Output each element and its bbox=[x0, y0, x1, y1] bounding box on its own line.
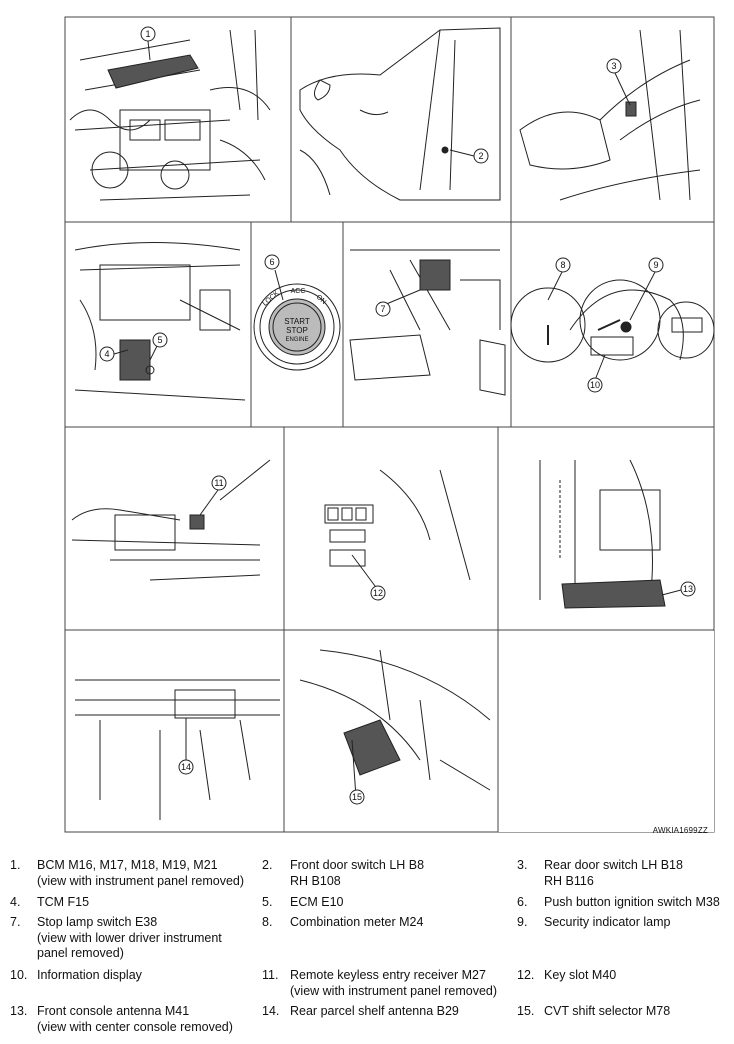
callout-4: 4 bbox=[104, 349, 109, 359]
legend-number: 8. bbox=[262, 915, 273, 929]
legend-text: Information display bbox=[37, 968, 142, 984]
panel-bcm-illustration bbox=[69, 29, 271, 201]
legend-number: 7. bbox=[10, 915, 21, 929]
callout-15: 15 bbox=[352, 792, 362, 802]
callout-numbers: 1 2 3 4 5 6 7 8 9 10 11 12 13 14 15 bbox=[104, 29, 693, 802]
panel-rear-door-illustration bbox=[519, 29, 701, 201]
legend-text: BCM M16, M17, M18, M19, M21(view with in… bbox=[37, 858, 244, 889]
ignition-button-text: LOCK ACC ON START STOP ENGINE bbox=[261, 288, 327, 343]
panel-parcel-shelf-illustration bbox=[75, 679, 280, 820]
legend-line: Key slot M40 bbox=[544, 968, 617, 982]
callout-leaders bbox=[113, 40, 682, 798]
legend-number: 13. bbox=[10, 1004, 28, 1018]
legend-text: Rear parcel shelf antenna B29 bbox=[290, 1004, 459, 1020]
legend-line: Stop lamp switch E38 bbox=[37, 915, 158, 929]
legend-text: Remote keyless entry receiver M27(view w… bbox=[290, 968, 497, 999]
legend-number: 15. bbox=[517, 1004, 535, 1018]
legend-line: RH B116 bbox=[544, 873, 594, 888]
legend-text: Security indicator lamp bbox=[544, 915, 670, 931]
legend-line: ECM E10 bbox=[290, 895, 344, 909]
legend-line: Security indicator lamp bbox=[544, 915, 671, 929]
panel-grid bbox=[64, 16, 715, 833]
callout-13: 13 bbox=[683, 584, 693, 594]
legend-number: 1. bbox=[10, 858, 21, 872]
ring-acc-label: ACC bbox=[291, 288, 306, 295]
legend-text: ECM E10 bbox=[290, 895, 344, 911]
callout-8: 8 bbox=[560, 260, 565, 270]
callout-1: 1 bbox=[145, 29, 150, 39]
legend-number: 2. bbox=[262, 858, 273, 872]
legend-text: Front console antenna M41(view with cent… bbox=[37, 1004, 233, 1035]
legend-line: Rear door switch LH B18 bbox=[544, 858, 683, 872]
legend-line: (view with lower driver instrument bbox=[37, 930, 222, 945]
ring-on-label: ON bbox=[315, 294, 328, 306]
legend-line: (view with center console removed) bbox=[37, 1019, 233, 1034]
legend-text: Stop lamp switch E38(view with lower dri… bbox=[37, 915, 222, 962]
callout-9: 9 bbox=[653, 260, 658, 270]
callout-10: 10 bbox=[590, 380, 600, 390]
legend-number: 9. bbox=[517, 915, 528, 929]
callout-12: 12 bbox=[373, 588, 383, 598]
panel-console-antenna-illustration bbox=[539, 459, 666, 609]
legend-line: RH B108 bbox=[290, 873, 341, 888]
legend-number: 6. bbox=[517, 895, 528, 909]
legend-line: Front console antenna M41 bbox=[37, 1004, 190, 1018]
callout-3: 3 bbox=[611, 61, 616, 71]
button-start-label: START bbox=[284, 317, 310, 326]
panel-engine-bay-illustration bbox=[74, 242, 246, 401]
legend-text: CVT shift selector M78 bbox=[544, 1004, 670, 1020]
panel-key-slot-illustration bbox=[324, 469, 471, 581]
panel-front-door-illustration bbox=[299, 27, 501, 201]
legend-line: Front door switch LH B8 bbox=[290, 858, 425, 872]
legend-number: 4. bbox=[10, 895, 21, 909]
legend-number: 5. bbox=[262, 895, 273, 909]
legend-line: Remote keyless entry receiver M27 bbox=[290, 968, 486, 982]
legend-number: 3. bbox=[517, 858, 528, 872]
legend-text: Key slot M40 bbox=[544, 968, 616, 984]
legend-number: 12. bbox=[517, 968, 535, 982]
button-stop-label: STOP bbox=[286, 326, 308, 335]
component-location-figure: 1 2 3 4 5 6 7 8 9 10 11 12 13 14 15 LOCK… bbox=[64, 16, 715, 833]
legend-line: TCM F15 bbox=[37, 895, 90, 909]
callout-7: 7 bbox=[380, 304, 385, 314]
legend-line: panel removed) bbox=[37, 946, 124, 960]
panel-combination-meter-illustration bbox=[510, 279, 715, 363]
callout-circles bbox=[99, 26, 696, 805]
legend-line: Rear parcel shelf antenna B29 bbox=[290, 1004, 459, 1018]
legend-line: Combination meter M24 bbox=[290, 915, 424, 929]
legend-line: BCM M16, M17, M18, M19, M21 bbox=[37, 858, 218, 872]
callout-5: 5 bbox=[157, 335, 162, 345]
legend-number: 14. bbox=[262, 1004, 280, 1018]
legend-number: 10. bbox=[10, 968, 28, 982]
legend-number: 11. bbox=[262, 968, 279, 982]
ignition-button-illustration bbox=[253, 283, 341, 371]
legend-line: (view with instrument panel removed) bbox=[37, 873, 245, 888]
legend-line: CVT shift selector M78 bbox=[544, 1004, 671, 1018]
legend-line: (view with instrument panel removed) bbox=[290, 983, 498, 998]
legend-line: Push button ignition switch M38 bbox=[544, 895, 720, 909]
figure-code: AWKIA1699ZZ bbox=[652, 826, 708, 835]
callout-11: 11 bbox=[214, 478, 223, 488]
panel-stop-lamp-illustration bbox=[349, 249, 506, 396]
legend-line: Information display bbox=[37, 968, 142, 982]
callout-6: 6 bbox=[269, 257, 274, 267]
callout-14: 14 bbox=[181, 762, 191, 772]
button-engine-label: ENGINE bbox=[285, 337, 308, 343]
panel-shift-selector-illustration bbox=[299, 649, 491, 791]
callout-2: 2 bbox=[478, 151, 483, 161]
panel-keyless-receiver-illustration bbox=[71, 459, 271, 581]
legend-text: TCM F15 bbox=[37, 895, 89, 911]
legend-text: Push button ignition switch M38 bbox=[544, 895, 720, 911]
legend-text: Combination meter M24 bbox=[290, 915, 423, 931]
